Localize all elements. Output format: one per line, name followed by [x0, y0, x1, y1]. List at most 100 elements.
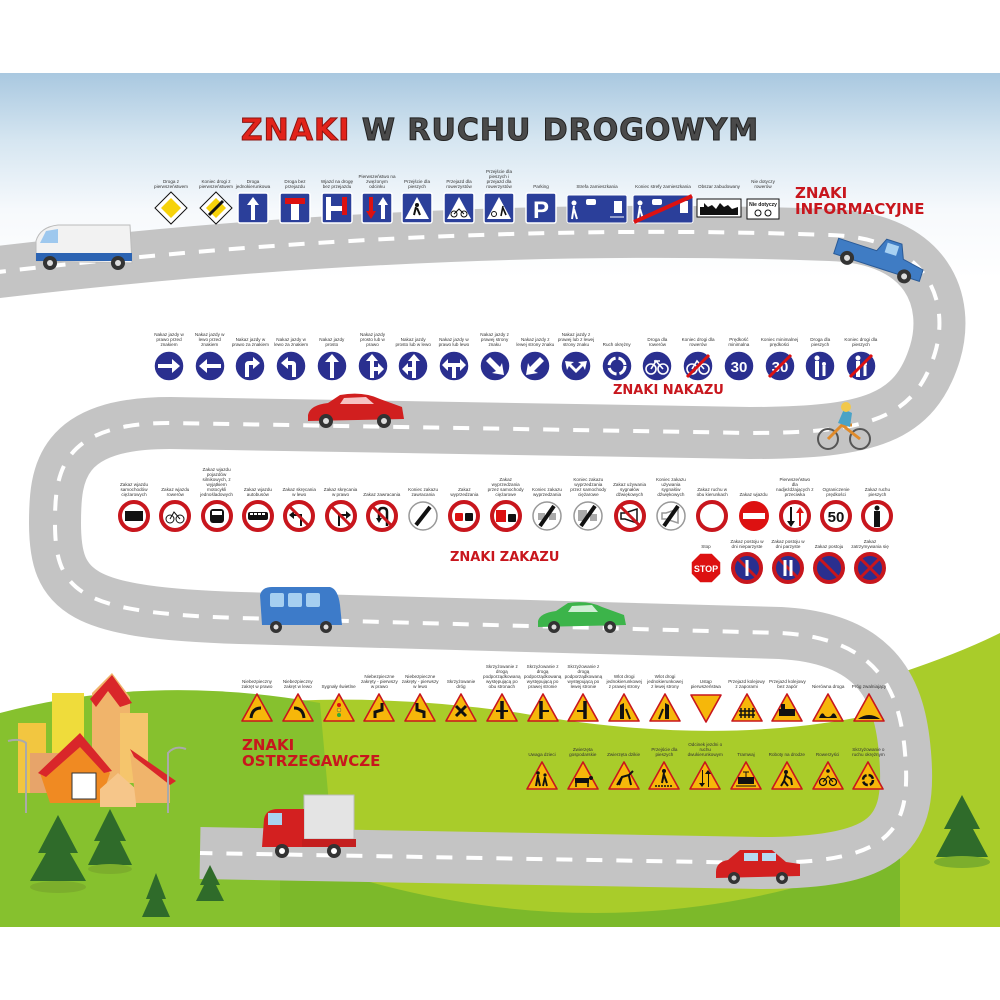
sign-no-motor-vehicles: Zakaz wjazdu pojazdów silnikowych, z wyj… — [198, 467, 236, 533]
bicycle-crossing-icon — [443, 192, 475, 224]
min-speed-icon: 30 — [723, 350, 755, 382]
title-highlight: ZNAKI — [240, 113, 351, 149]
sign-caption: Nie dotyczy rowerów — [751, 179, 775, 189]
sign-caption: Zakaz zatrzymywania się — [851, 539, 889, 549]
oncoming-priority-icon — [778, 500, 811, 532]
sign-caption: Odcinek jezdni o ruchu dwukierunkowym — [687, 742, 723, 757]
blue-pickup — [833, 237, 924, 284]
sign-caption: Przejazd kolejowy z zaporami — [728, 679, 765, 689]
sign-caption: Sygnały świetlne — [321, 684, 356, 689]
sign-dead-end-entry: Wjazd na drogę bez przejazdu — [318, 163, 356, 225]
sign-dead-end-t: Droga bez przejazdu — [276, 163, 314, 225]
sign-caption: Droga z pierwszeństwem — [154, 179, 188, 189]
svg-text:P: P — [533, 197, 549, 224]
speed-limit-icon: 50 — [820, 500, 853, 532]
arrow-right-icon — [153, 350, 185, 382]
sign-caption: Zakaz wjazdu rowerów — [161, 487, 190, 497]
sign-rail-crossing-train: Przejazd kolejowy bez zapór — [768, 663, 806, 725]
sign-keep-left: Nakaz jazdy z lewej strony znaku — [516, 321, 554, 383]
section-label-ostrzegawcze: ZNAKI OSTRZEGAWCZE — [242, 736, 381, 770]
sign-caption: Przejście dla pieszych — [651, 747, 678, 757]
sign-no-overtaking: Zakaz wyprzedzania — [445, 471, 483, 533]
end-no-u-turn-icon — [408, 501, 438, 531]
sign-children: Uwaga dzieci — [523, 731, 561, 793]
red-hatchback — [716, 850, 800, 884]
sign-roundabout-warning: Skrzyżowanie o ruchu okrężnym — [849, 731, 887, 793]
sign-caption: Ustąp pierwszeństwa — [690, 679, 721, 689]
sign-road-works: Roboty na drodze — [768, 731, 806, 793]
sign-no-parking-odd: Zakaz postoju w dni nieparzyste — [728, 523, 766, 585]
not-bicycles-plate-icon: Nie dotyczy — [746, 198, 780, 220]
sign-caption: Koniec drogi dla rowerów — [681, 337, 715, 347]
sign-caption: Zakaz postoju w dni nieparzyste — [730, 539, 764, 549]
sign-keep-either: Nakaz jazdy z prawej lub z lewej strony … — [557, 321, 595, 383]
sign-arrow-right: Nakaz jazdy w prawo przed znakiem — [150, 321, 188, 383]
sign-speed-limit: Ograniczenie prędkości 50 — [817, 471, 855, 533]
sign-caption: Zakaz wjazdu pojazdów silnikowych, z wyj… — [200, 467, 233, 497]
sign-end-main-road-diamond: Koniec drogi z pierwszeństwem — [197, 163, 235, 225]
arrow-left-icon — [193, 350, 226, 382]
built-up-area-icon — [696, 198, 742, 218]
rail-crossing-barrier-icon — [730, 693, 763, 722]
sign-merge-right: Wlot drogi jednokierunkowej z prawej str… — [605, 663, 643, 725]
sign-caption: Droga jednokierunkowa — [235, 179, 271, 189]
main-road-diamond-icon — [154, 191, 188, 225]
double-curve-left-icon — [404, 693, 436, 722]
uneven-road-icon — [812, 693, 844, 722]
sign-caption: Koniec drogi dla pieszych — [844, 337, 878, 347]
cyclists-icon — [811, 761, 844, 790]
no-parking-odd-icon — [731, 552, 763, 584]
sign-caption: Nakaz jazdy prosto lub w prawo — [359, 332, 386, 347]
no-right-turn-icon — [324, 500, 357, 532]
section-label-zakazu: ZNAKI ZAKAZU — [450, 550, 560, 565]
dead-end-entry-icon — [321, 192, 353, 224]
sign-caption: Zakaz zawracania — [363, 492, 401, 497]
priority-narrow-icon — [361, 192, 393, 224]
sign-caption: Ograniczenie prędkości — [822, 487, 850, 497]
sign-no-horn: Zakaz używania sygnałów dźwiękowych — [611, 471, 649, 533]
sign-bicycle-crossing: Przejazd dla rowerzystów — [440, 163, 478, 225]
roundabout-icon — [600, 350, 633, 382]
sign-merge-left: Wlot drogi jednokierunkowej z lewej stro… — [646, 663, 684, 725]
right-or-left-icon — [438, 350, 470, 382]
turn-left-icon — [275, 350, 307, 382]
sign-caption: Tramwaj — [737, 752, 755, 757]
dead-end-t-icon — [279, 192, 311, 224]
sign-caption: Przejście dla pieszych — [403, 179, 431, 189]
side-roads-both-icon — [485, 693, 518, 722]
sign-caption: Zakaz skręcania w prawo — [323, 487, 358, 497]
svg-text:50: 50 — [828, 509, 845, 526]
end-min-speed-icon: 30 — [763, 350, 796, 382]
sign-arrow-left: Nakaz jazdy w lewo przed znakiem — [191, 321, 229, 383]
sign-caption: Zakaz używania sygnałów dźwiękowych — [613, 482, 647, 497]
sign-caption: Rowerzyści — [815, 752, 840, 757]
sign-caption: Nierówna droga — [811, 684, 845, 689]
sign-caption: Przejazd dla rowerzystów — [446, 179, 472, 189]
pedestrians-icon — [804, 350, 836, 382]
sign-caption: Zakaz wyprzedzania przez samochody cięża… — [487, 477, 524, 497]
sign-caption: Stop — [701, 544, 711, 549]
sign-end-no-overtaking: Koniec zakazu wyprzedzania — [528, 471, 566, 533]
red-truck — [262, 794, 356, 858]
merge-right-icon — [608, 693, 640, 722]
sign-no-overtaking-trucks: Zakaz wyprzedzania przez samochody cięża… — [487, 471, 525, 533]
end-bicycle-icon — [682, 350, 714, 382]
sign-rail-crossing-barrier: Przejazd kolejowy z zaporami — [728, 663, 766, 725]
no-parking-even-icon — [772, 552, 804, 584]
sign-caption: Koniec minimalnej prędkości — [760, 337, 799, 347]
sign-oncoming-priority: Pierwszeństwo dla nadjeżdżających z prze… — [776, 471, 814, 533]
curve-left-icon — [281, 693, 314, 722]
sign-no-bicycles: Zakaz wjazdu rowerów — [156, 471, 194, 533]
sign-built-up-area: Obszar zabudowany — [694, 163, 744, 225]
double-curve-right-icon — [363, 693, 396, 722]
sign-side-road-left: Skrzyżowanie z drogą podporządkowaną wys… — [564, 663, 602, 725]
sign-caption: Zwierzęta gospodarskie — [569, 747, 597, 757]
sign-pedestrian-warning: Przejście dla pieszych — [645, 731, 683, 793]
svg-text:STOP: STOP — [694, 564, 718, 574]
sign-speed-bump: Próg zwalniający — [850, 663, 888, 725]
curve-right-icon — [241, 693, 273, 722]
arrow-up-icon — [316, 350, 348, 382]
